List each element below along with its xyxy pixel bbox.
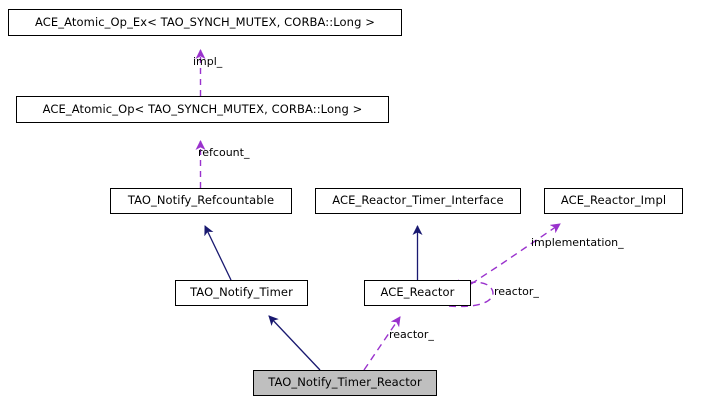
edge-label-reactor-self: reactor_	[494, 285, 539, 298]
edge-label-impl: impl_	[193, 55, 223, 68]
node-label: ACE_Reactor_Timer_Interface	[332, 193, 504, 208]
node-ace-reactor-impl[interactable]: ACE_Reactor_Impl	[544, 188, 683, 214]
edge-implementation	[470, 223, 561, 285]
node-label: ACE_Reactor	[380, 285, 455, 300]
edge-timer-refcountable	[204, 225, 232, 281]
node-label: TAO_Notify_Timer_Reactor	[268, 375, 422, 390]
node-label: ACE_Reactor_Impl	[560, 193, 667, 208]
node-ace-atomic-op-ex[interactable]: ACE_Atomic_Op_Ex< TAO_SYNCH_MUTEX, CORBA…	[8, 9, 402, 36]
edge-reactor-self	[448, 279, 494, 308]
node-ace-atomic-op[interactable]: ACE_Atomic_Op< TAO_SYNCH_MUTEX, CORBA::L…	[16, 96, 389, 123]
node-tao-notify-timer[interactable]: TAO_Notify_Timer	[175, 280, 308, 306]
node-tao-notify-timer-reactor[interactable]: TAO_Notify_Timer_Reactor	[253, 370, 437, 396]
edge-label-refcount: refcount_	[198, 146, 250, 159]
node-tao-notify-refcountable[interactable]: TAO_Notify_Refcountable	[110, 188, 292, 214]
node-label: TAO_Notify_Refcountable	[127, 193, 275, 208]
node-label: TAO_Notify_Timer	[190, 285, 293, 300]
node-label: ACE_Atomic_Op_Ex< TAO_SYNCH_MUTEX, CORBA…	[35, 14, 375, 29]
edge-label-reactor-ref: reactor_	[389, 328, 434, 341]
node-ace-reactor-timer-interface[interactable]: ACE_Reactor_Timer_Interface	[315, 188, 521, 214]
edge-timerreactor-reactor	[363, 316, 401, 371]
node-label: ACE_Atomic_Op< TAO_SYNCH_MUTEX, CORBA::L…	[42, 101, 363, 116]
node-ace-reactor[interactable]: ACE_Reactor	[364, 280, 471, 306]
edge-label-implementation: implementation_	[531, 236, 624, 249]
edge-timerreactor-timer	[268, 315, 321, 371]
